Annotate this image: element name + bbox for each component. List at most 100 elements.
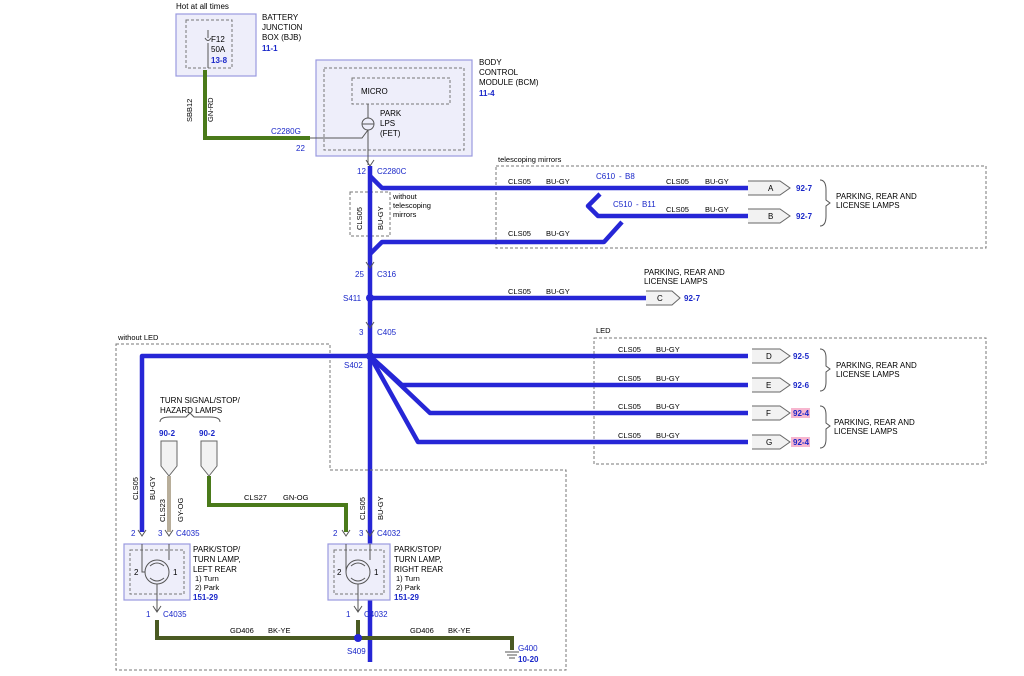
fg-lamp-group-2: LICENSE LAMPS bbox=[834, 427, 898, 436]
bkye-label-left: BK-YE bbox=[268, 626, 291, 635]
offpage-c-flag bbox=[646, 290, 681, 306]
wire-to-e bbox=[368, 354, 748, 388]
bcm-title-2: CONTROL bbox=[479, 68, 519, 77]
turn-offpage-1-icon bbox=[160, 440, 178, 477]
offpage-f-ref-highlight bbox=[791, 408, 810, 418]
c316-label: C316 bbox=[377, 270, 397, 279]
left-lamp-pin2: 2 bbox=[134, 568, 139, 577]
c4032-top-arrow-icon bbox=[341, 529, 375, 537]
c610-dash: - bbox=[619, 172, 622, 181]
bcm-micro-label: MICRO bbox=[361, 87, 388, 96]
offpage-e-ref: 92-6 bbox=[793, 381, 810, 390]
c-lamp-group-2: LICENSE LAMPS bbox=[644, 277, 708, 286]
offpage-c-ref: 92-7 bbox=[684, 294, 701, 303]
c316-arrow-icon bbox=[365, 261, 375, 269]
offpage-b-letter: B bbox=[768, 212, 773, 221]
right-lamp-title-2: TURN LAMP, bbox=[394, 555, 441, 564]
ground-icon bbox=[505, 651, 519, 659]
bcm-box bbox=[315, 59, 473, 157]
bjb-ref: 11-1 bbox=[262, 44, 278, 53]
wire-g-bugy: BU-GY bbox=[656, 431, 680, 440]
right-cls05-label: CLS05 bbox=[358, 497, 367, 520]
c4035-bottom-label: C4035 bbox=[163, 610, 187, 619]
wire-c-bugy: BU-GY bbox=[546, 287, 570, 296]
c2280g-pin: 22 bbox=[296, 144, 305, 153]
offpage-a-ref: 92-7 bbox=[796, 184, 813, 193]
offpage-a-letter: A bbox=[768, 184, 774, 193]
c4032-bottom-pin: 1 bbox=[346, 610, 351, 619]
offpage-b-ref: 92-7 bbox=[796, 212, 813, 221]
right-lamp-title-1: PARK/STOP/ bbox=[394, 545, 442, 554]
feed-circuit-label: SBB12 bbox=[185, 99, 194, 122]
cls27-label: CLS27 bbox=[244, 493, 267, 502]
turn-signal-brace bbox=[159, 412, 221, 423]
gd406-label-left: GD406 bbox=[230, 626, 254, 635]
bcm-micro-outline bbox=[351, 77, 451, 105]
wire-g-cls05: CLS05 bbox=[618, 431, 641, 440]
offpage-b-flag bbox=[748, 208, 791, 224]
s402-label: S402 bbox=[344, 361, 363, 370]
offpage-f-ref: 92-4 bbox=[793, 409, 810, 418]
hot-at-all-times-label: Hot at all times bbox=[176, 2, 229, 11]
gd406-label-right: GD406 bbox=[410, 626, 434, 635]
bjb-title-2: JUNCTION bbox=[262, 23, 303, 32]
c-lamp-group-1: PARKING, REAR AND bbox=[644, 268, 725, 277]
without-telescoping-2: telescoping bbox=[393, 201, 431, 210]
without-telescoping-1: without bbox=[392, 192, 418, 201]
c510-pin: B11 bbox=[642, 200, 656, 209]
led-outline bbox=[593, 337, 987, 465]
fuse-ref: 13-8 bbox=[211, 56, 228, 65]
wire-telescoping-return bbox=[368, 220, 624, 256]
right-lamp-inner bbox=[333, 549, 385, 595]
offpage-g-ref-highlight bbox=[791, 437, 810, 447]
c4032-top-pin2: 2 bbox=[333, 529, 338, 538]
fuse-icon bbox=[204, 30, 212, 68]
wire-d-cls05: CLS05 bbox=[618, 345, 641, 354]
c405-label: C405 bbox=[377, 328, 397, 337]
s409-label: S409 bbox=[347, 647, 366, 656]
ground-wire-gd406 bbox=[155, 620, 514, 650]
turn-offpage-2-icon bbox=[200, 440, 218, 477]
offpage-d-flag bbox=[752, 348, 791, 364]
c4035-bottom-pin: 1 bbox=[146, 610, 151, 619]
offpage-a-flag bbox=[748, 180, 791, 196]
de-brace bbox=[819, 348, 831, 392]
offpage-g-ref: 92-4 bbox=[793, 438, 810, 447]
left-lamp-title-1: PARK/STOP/ bbox=[193, 545, 241, 554]
right-lamp-box bbox=[327, 543, 391, 601]
c4032-bottom-label: C4032 bbox=[364, 610, 388, 619]
right-lamp-pin1: 1 bbox=[374, 568, 379, 577]
right-lamp-pin2: 2 bbox=[337, 568, 342, 577]
fet-label-3: (FET) bbox=[380, 129, 401, 138]
right-lamp-ref: 151-29 bbox=[394, 593, 419, 602]
right-lamp-title-3: RIGHT REAR bbox=[394, 565, 443, 574]
bcm-ref: 11-4 bbox=[479, 89, 495, 98]
wire-to-a bbox=[368, 174, 748, 191]
wire-return-bugy: BU-GY bbox=[546, 229, 570, 238]
left-lamp-func-2: 2) Park bbox=[195, 583, 219, 592]
wire-b-cls05: CLS05 bbox=[666, 205, 689, 214]
de-lamp-group-1: PARKING, REAR AND bbox=[836, 361, 917, 370]
offpage-g-flag bbox=[752, 434, 791, 450]
c316-pin: 25 bbox=[355, 270, 364, 279]
wire-to-f bbox=[368, 354, 748, 416]
wire-cls27 bbox=[207, 476, 348, 532]
cls23-label: CLS23 bbox=[158, 499, 167, 522]
left-lamp-title-2: TURN LAMP, bbox=[193, 555, 240, 564]
c2280c-label: C2280C bbox=[377, 167, 407, 176]
offpage-c-letter: C bbox=[657, 294, 663, 303]
fg-lamp-group-1: PARKING, REAR AND bbox=[834, 418, 915, 427]
ab-lamp-group-2: LICENSE LAMPS bbox=[836, 201, 900, 210]
turn-ref-1: 90-2 bbox=[159, 429, 176, 438]
fg-brace bbox=[819, 405, 831, 449]
left-cls05-label: CLS05 bbox=[131, 477, 140, 500]
de-lamp-group-2: LICENSE LAMPS bbox=[836, 370, 900, 379]
without-led-label: without LED bbox=[117, 333, 159, 342]
wire-to-b bbox=[585, 192, 748, 219]
ground-name: G400 bbox=[518, 644, 538, 653]
wire-a-bugy-2: BU-GY bbox=[705, 177, 729, 186]
fet-label-1: PARK bbox=[380, 109, 402, 118]
fuse-id: F12 bbox=[211, 35, 225, 44]
without-led-outline bbox=[115, 343, 567, 671]
